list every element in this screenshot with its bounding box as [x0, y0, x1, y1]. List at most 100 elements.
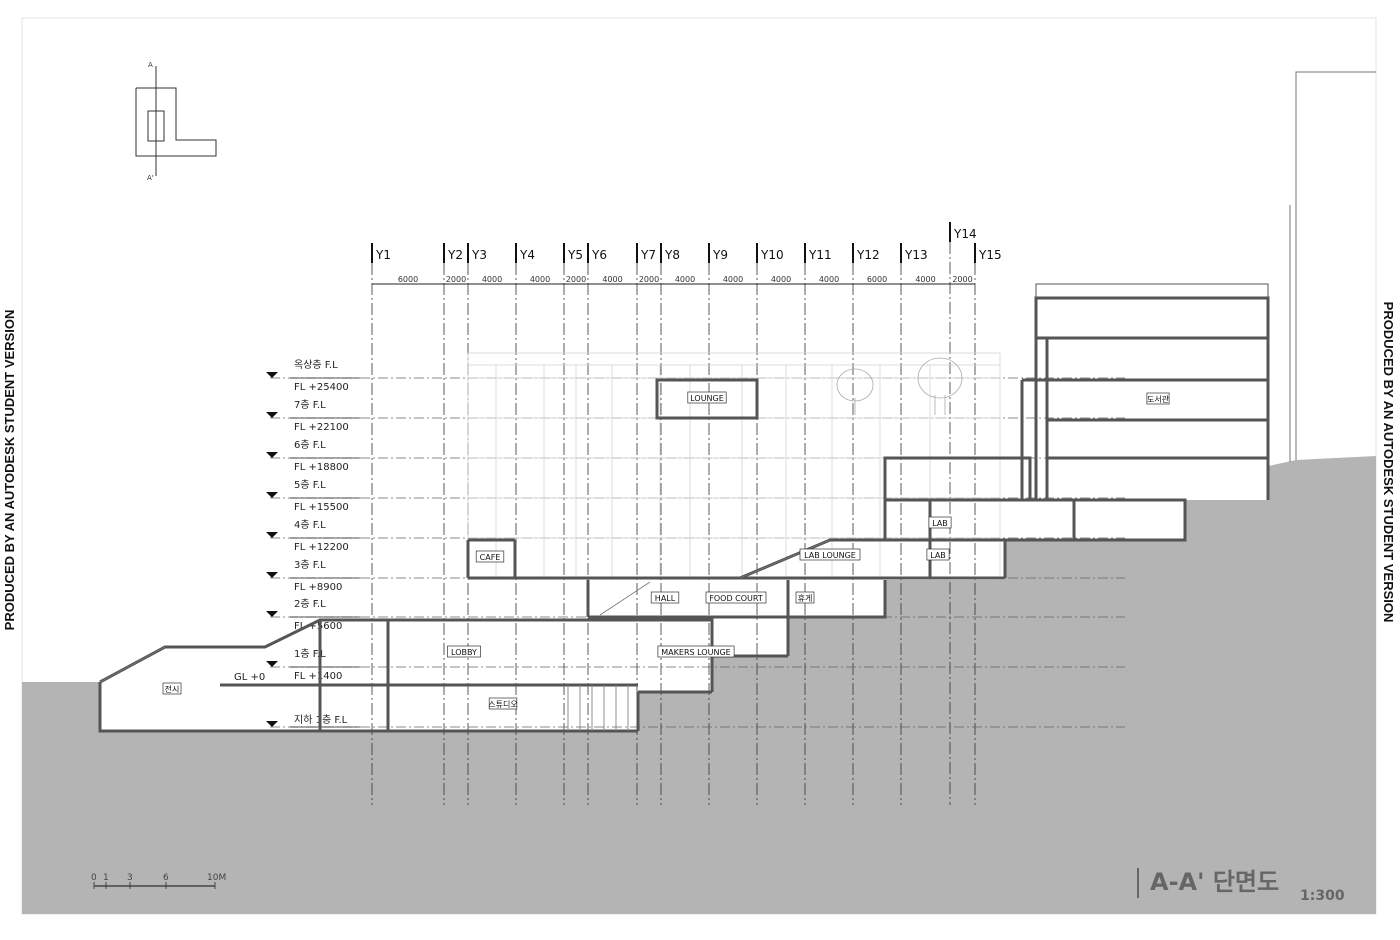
grid-dim-4: 4000 [530, 275, 550, 284]
level-name-3: 6층 F.L [294, 439, 326, 451]
grid-label-13: Y13 [904, 248, 928, 262]
level-marker-9 [266, 721, 278, 727]
level-name-1: 옥상층 F.L [294, 359, 338, 371]
room-label-cafe: CAFE [480, 553, 501, 562]
level-name-8: 1층 F.L [294, 648, 326, 660]
level-elevation-6: FL +8900 [294, 582, 342, 593]
grid-label-8: Y8 [664, 248, 680, 262]
grid-dim-3: 4000 [482, 275, 502, 284]
room-labels: LOUNGE CAFE LAB LAB LAB LOUNGE HALL FOOD COURT… [162, 391, 1170, 710]
scale-bar-label-3: 3 [127, 873, 133, 883]
grid-label-5: Y5 [567, 248, 583, 262]
room-label-room_3f: 휴게 [798, 593, 813, 603]
grid-dim-2: 2000 [446, 275, 466, 284]
ground-mass [22, 456, 1376, 914]
grid-dim-6: 4000 [602, 275, 622, 284]
watermark-left: PRODUCED BY AN AUTODESK STUDENT VERSION [2, 310, 17, 631]
ground-level-label: GL +0 [234, 672, 265, 683]
room-label-lab_lounge: LAB LOUNGE [804, 551, 856, 560]
room-tag-lounge [687, 391, 727, 404]
scale-bar-label-1: 1 [103, 873, 109, 883]
level-marker-7 [266, 611, 278, 617]
room-label-food_court: FOOD COURT [709, 594, 763, 603]
section-cut [98, 296, 1270, 733]
grid-label-6: Y6 [591, 248, 607, 262]
scale-bar: 0 1 3 6 10M [91, 873, 226, 889]
room-tag-library [1146, 392, 1170, 405]
level-labels: 옥상층 F.L FL +25400 7층 F.L FL +22100 6층 F.L FL … [234, 359, 360, 728]
grid-dim-8: 4000 [675, 275, 695, 284]
room-label-lounge: LOUNGE [690, 394, 724, 403]
room-tag-lab_upper [928, 516, 952, 529]
grid-dim-5: 2000 [566, 275, 586, 284]
level-marker-3 [266, 452, 278, 458]
grid-dim-11: 4000 [819, 275, 839, 284]
room-tag-food_court [705, 591, 767, 604]
grid-label-15: Y15 [978, 248, 1002, 262]
level-name-6: 3층 F.L [294, 559, 326, 571]
level-name-2: 7층 F.L [294, 399, 326, 411]
grid-label-10: Y10 [760, 248, 784, 262]
terrace-trees [836, 357, 963, 415]
key-plan-top-label: A [148, 61, 153, 69]
room-tag-lab_lounge [799, 548, 861, 561]
room-tag-lab_lower [926, 548, 950, 561]
library-roof [1035, 283, 1269, 299]
drawing-title: A-A' 단면도 [1150, 868, 1279, 896]
room-label-lobby: LOBBY [451, 648, 477, 657]
facade-grid [467, 352, 1001, 580]
grid-dim-7: 2000 [639, 275, 659, 284]
grid-dim-13: 4000 [915, 275, 935, 284]
key-plan-bottom-label: A' [147, 174, 154, 182]
level-elevation-3: FL +18800 [294, 462, 349, 473]
room-label-lab_lower: LAB [930, 551, 946, 560]
level-elevation-8: FL +1400 [294, 671, 342, 682]
room-label-hall: HALL [655, 594, 676, 603]
level-marker-1 [266, 372, 278, 378]
room-tag-exhibit [162, 682, 182, 695]
grid-label-11: Y11 [808, 248, 832, 262]
level-elevation-4: FL +15500 [294, 502, 349, 513]
grid-label-7: Y7 [640, 248, 656, 262]
grid-label-4: Y4 [519, 248, 535, 262]
room-tag-studio [488, 697, 518, 710]
room-tag-makers_lounge [657, 645, 735, 658]
level-elevation-5: FL +12200 [294, 542, 349, 553]
level-elevation-1: FL +25400 [294, 382, 349, 393]
scale-bar-label-0: 0 [91, 873, 97, 883]
level-marker-8 [266, 661, 278, 667]
room-tag-cafe [475, 550, 505, 563]
level-elevation-7: FL +5600 [294, 621, 342, 632]
grid-label-14: Y14 [953, 227, 977, 241]
grid-dim-12: 6000 [867, 275, 887, 284]
room-label-exhibit: 전시 [165, 684, 180, 694]
room-label-lab_upper: LAB [932, 519, 948, 528]
grid-dim-1: 6000 [398, 275, 418, 284]
grid-dimensions: 6000 2000 4000 4000 2000 4000 2000 4000 4000 4000… [398, 275, 973, 284]
scale-bar-label-6: 6 [163, 873, 169, 883]
grid-dim-9: 4000 [723, 275, 743, 284]
neighbor-building-outline [1295, 71, 1376, 460]
grid-label-9: Y9 [712, 248, 728, 262]
level-elevation-2: FL +22100 [294, 422, 349, 433]
level-name-4: 5층 F.L [294, 479, 326, 491]
watermark-right: PRODUCED BY AN AUTODESK STUDENT VERSION [1381, 302, 1396, 623]
level-name-5: 4층 F.L [294, 519, 326, 531]
grid-label-12: Y12 [856, 248, 880, 262]
level-marker-5 [266, 532, 278, 538]
level-marker-2 [266, 412, 278, 418]
room-label-studio: 스튜디오 [488, 700, 517, 709]
grid-dim-10: 4000 [771, 275, 791, 284]
room-label-library: 도서관 [1147, 394, 1170, 404]
stairs [99, 539, 831, 731]
drawing-scale: 1:300 [1300, 888, 1345, 904]
grid-dim-14: 2000 [952, 275, 972, 284]
key-plan-icon [135, 66, 217, 176]
level-name-7: 2층 F.L [294, 598, 326, 610]
room-tag-room_3f [795, 591, 815, 604]
grid-label-3: Y3 [471, 248, 487, 262]
room-tag-lobby [447, 645, 481, 658]
level-marker-6 [266, 572, 278, 578]
